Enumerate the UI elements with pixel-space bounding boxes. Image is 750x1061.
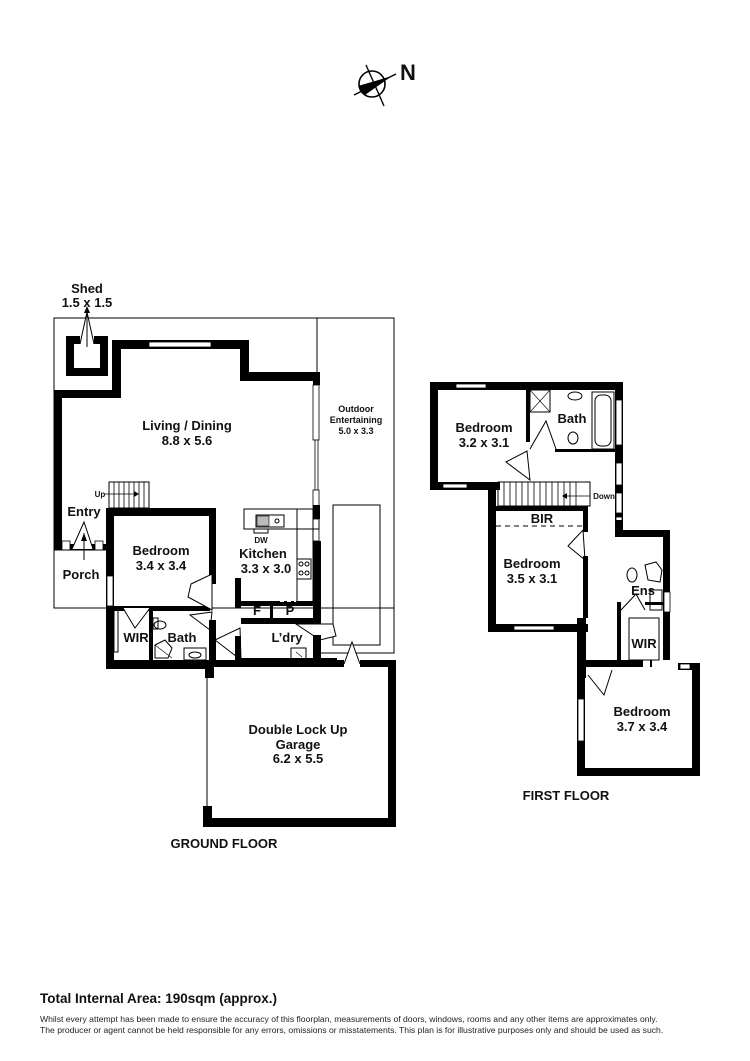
compass-north-icon bbox=[353, 64, 397, 107]
pantry-label: P bbox=[286, 603, 295, 618]
stairs-up-label: Up bbox=[95, 490, 106, 499]
living-walls bbox=[54, 340, 321, 636]
shed-size: 1.5 x 1.5 bbox=[62, 295, 113, 310]
ground-bedroom-label: Bedroom bbox=[132, 543, 189, 558]
kitchen bbox=[241, 508, 320, 624]
garage-label-1: Double Lock Up bbox=[249, 722, 348, 737]
ground-wir-label: WIR bbox=[123, 630, 149, 645]
porch-label: Porch bbox=[63, 567, 100, 582]
shed-label: Shed bbox=[71, 281, 103, 296]
first-floor-title: FIRST FLOOR bbox=[523, 788, 610, 803]
wir-bath bbox=[106, 606, 214, 669]
outdoor-label-2: Entertaining bbox=[330, 415, 383, 425]
entry-door bbox=[54, 520, 110, 560]
ground-floor-plan: Up bbox=[53, 306, 396, 827]
disclaimer-line-1: Whilst every attempt has been made to en… bbox=[40, 1014, 658, 1024]
ground-floor-title: GROUND FLOOR bbox=[171, 836, 278, 851]
fridge-label: F bbox=[253, 603, 261, 618]
kitchen-label: Kitchen bbox=[239, 546, 287, 561]
outdoor-label-1: Outdoor bbox=[338, 404, 374, 414]
ground-bath-label: Bath bbox=[168, 630, 197, 645]
ff-bedroom1-size: 3.2 x 3.1 bbox=[459, 435, 510, 450]
garage-size: 6.2 x 5.5 bbox=[273, 751, 324, 766]
entry-label: Entry bbox=[67, 504, 101, 519]
ff-bath-label: Bath bbox=[558, 411, 587, 426]
stairs-up bbox=[104, 481, 150, 509]
ground-bedroom-size: 3.4 x 3.4 bbox=[136, 558, 187, 573]
ff-bedroom1-label: Bedroom bbox=[455, 420, 512, 435]
total-area: Total Internal Area: 190sqm (approx.) bbox=[40, 991, 278, 1006]
stairs-down-label: Down bbox=[593, 492, 615, 501]
garage-walls bbox=[203, 640, 396, 827]
hall-walls bbox=[205, 578, 242, 678]
ff-wir-label: WIR bbox=[631, 636, 657, 651]
ff-bedroom2-label: Bedroom bbox=[503, 556, 560, 571]
bir-label: BIR bbox=[531, 511, 554, 526]
living-dining-size: 8.8 x 5.6 bbox=[162, 433, 213, 448]
garage-label-2: Garage bbox=[276, 737, 321, 752]
ff-bedroom3-label: Bedroom bbox=[613, 704, 670, 719]
laundry-label: L’dry bbox=[271, 630, 303, 645]
disclaimer-line-2: The producer or agent cannot be held res… bbox=[40, 1025, 664, 1035]
dw-label: DW bbox=[254, 536, 268, 545]
ff-bedroom3-size: 3.7 x 3.4 bbox=[617, 719, 668, 734]
living-dining-label: Living / Dining bbox=[142, 418, 232, 433]
ground-bedroom-walls bbox=[106, 508, 216, 668]
first-floor-plan bbox=[430, 382, 700, 776]
outdoor-size: 5.0 x 3.3 bbox=[338, 426, 373, 436]
ens-label: Ens bbox=[631, 583, 655, 598]
shed-walls bbox=[66, 306, 108, 376]
compass-north-label: N bbox=[400, 60, 416, 85]
ff-bedroom2-size: 3.5 x 3.1 bbox=[507, 571, 558, 586]
kitchen-size: 3.3 x 3.0 bbox=[241, 561, 292, 576]
